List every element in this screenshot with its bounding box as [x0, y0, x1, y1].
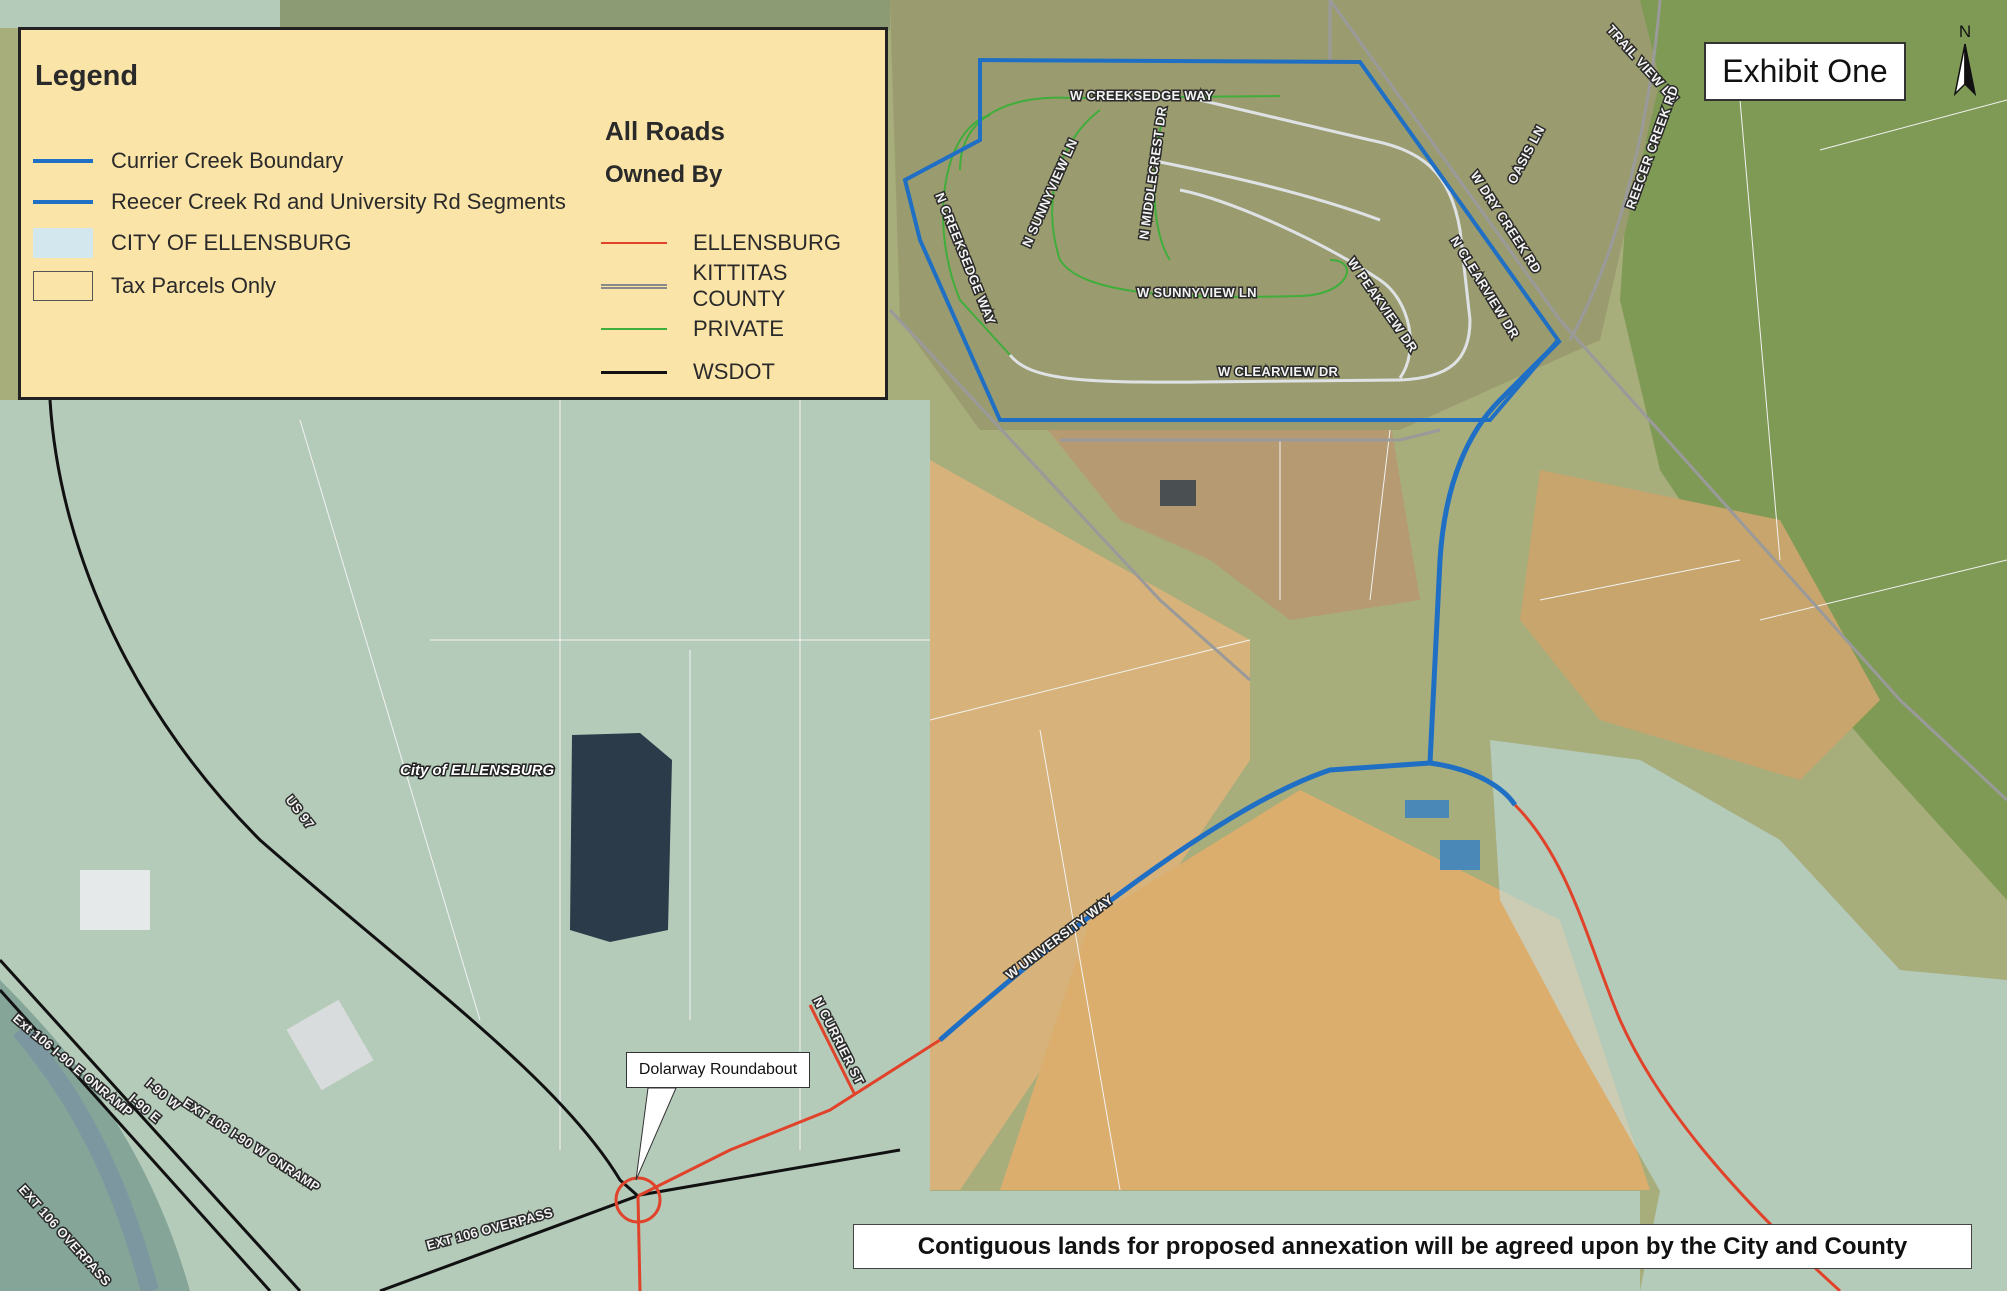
map-legend: Legend Currier Creek Boundary Reecer Cre…: [18, 27, 888, 400]
exhibit-title: Exhibit One: [1704, 42, 1906, 101]
road-label: W SUNNYVIEW LN: [1137, 285, 1257, 300]
building: [1160, 480, 1196, 506]
top-strip: [280, 0, 890, 30]
green-line-icon: [601, 328, 667, 330]
building: [1405, 800, 1449, 818]
roads-heading: All Roads: [605, 116, 725, 146]
legend-item-label: CITY OF ELLENSBURG: [111, 230, 352, 255]
callout-pointer: [635, 1087, 677, 1181]
legend-title: Legend: [35, 60, 139, 92]
legend-item-label: Tax Parcels Only: [111, 273, 277, 298]
city-of-ellensburg-area-top: [0, 0, 280, 28]
reecer-creek-rd-segment: [1427, 338, 1562, 764]
legend-owner-label: PRIVATE: [693, 316, 784, 341]
legend-item-road-segments: Reecer Creek Rd and University Rd Segmen…: [33, 184, 566, 220]
building: [80, 870, 150, 930]
legend-owner-label: KITTITAS COUNTY: [692, 260, 788, 311]
building: [286, 999, 374, 1091]
field-tan-south: [1000, 790, 1650, 1190]
owned-by-heading: Owned By: [605, 161, 723, 188]
legend-owner-ellensburg: ELLENSBURG: [601, 225, 841, 261]
legend-item-city-of-ellensburg: CITY OF ELLENSBURG: [33, 225, 351, 261]
pond: [570, 733, 672, 942]
legend-item-tax-parcels: Tax Parcels Only: [33, 268, 276, 304]
legend-item-currier-creek-boundary: Currier Creek Boundary: [33, 143, 343, 179]
blue-line-icon: [33, 200, 93, 204]
dolarway-roundabout-callout: Dolarway Roundabout: [626, 1052, 810, 1088]
legend-item-label: Reecer Creek Rd and University Rd Segmen…: [111, 189, 566, 214]
black-line-icon: [601, 370, 667, 374]
tax-parcel-lines: [299, 99, 2007, 1191]
north-label: N: [1958, 22, 1972, 41]
city-of-ellensburg-area-east: [1490, 740, 2007, 1291]
dolarway-roundabout: [614, 1176, 662, 1224]
annexation-note: Contiguous lands for proposed annexation…: [853, 1224, 1972, 1269]
parcel-outline-swatch-icon: [33, 271, 93, 301]
road-label: W CREEKSEDGE WAY: [1070, 88, 1214, 103]
subdivision-area: [890, 0, 1660, 430]
currier-creek-boundary: [902, 57, 1561, 422]
legend-owner-label: ELLENSBURG: [693, 230, 841, 255]
road-label: W CLEARVIEW DR: [1218, 364, 1339, 379]
city-label: City of ELLENSBURG: [400, 762, 555, 779]
north-arrow-glyph: [1953, 43, 1977, 97]
subdivision-roads: [1008, 98, 1472, 384]
legend-owner-label: WSDOT: [693, 359, 775, 384]
legend-owner-kittitas-county: KITTITAS COUNTY: [601, 260, 885, 311]
legend-owner-private: PRIVATE: [601, 311, 784, 347]
university-way-segment: [938, 760, 1518, 1042]
red-line-icon: [601, 242, 667, 244]
gray-double-line-icon: [601, 283, 667, 289]
legend-item-label: Currier Creek Boundary: [111, 148, 344, 173]
field-tan-west: [930, 460, 1250, 1190]
legend-owner-wsdot: WSDOT: [601, 354, 775, 390]
ellensburg-roads: [636, 803, 1842, 1291]
field-tan-east: [1520, 470, 1880, 780]
north-arrow-icon: N: [1947, 22, 1983, 104]
green-fields-east: [1620, 0, 2007, 900]
field-brown-north: [1040, 420, 1420, 620]
blue-line-icon: [33, 159, 93, 163]
county-roads: [888, 0, 2007, 802]
city-fill-swatch-icon: [33, 228, 93, 258]
city-of-ellensburg-area: [0, 400, 1640, 1291]
building: [1440, 840, 1480, 870]
